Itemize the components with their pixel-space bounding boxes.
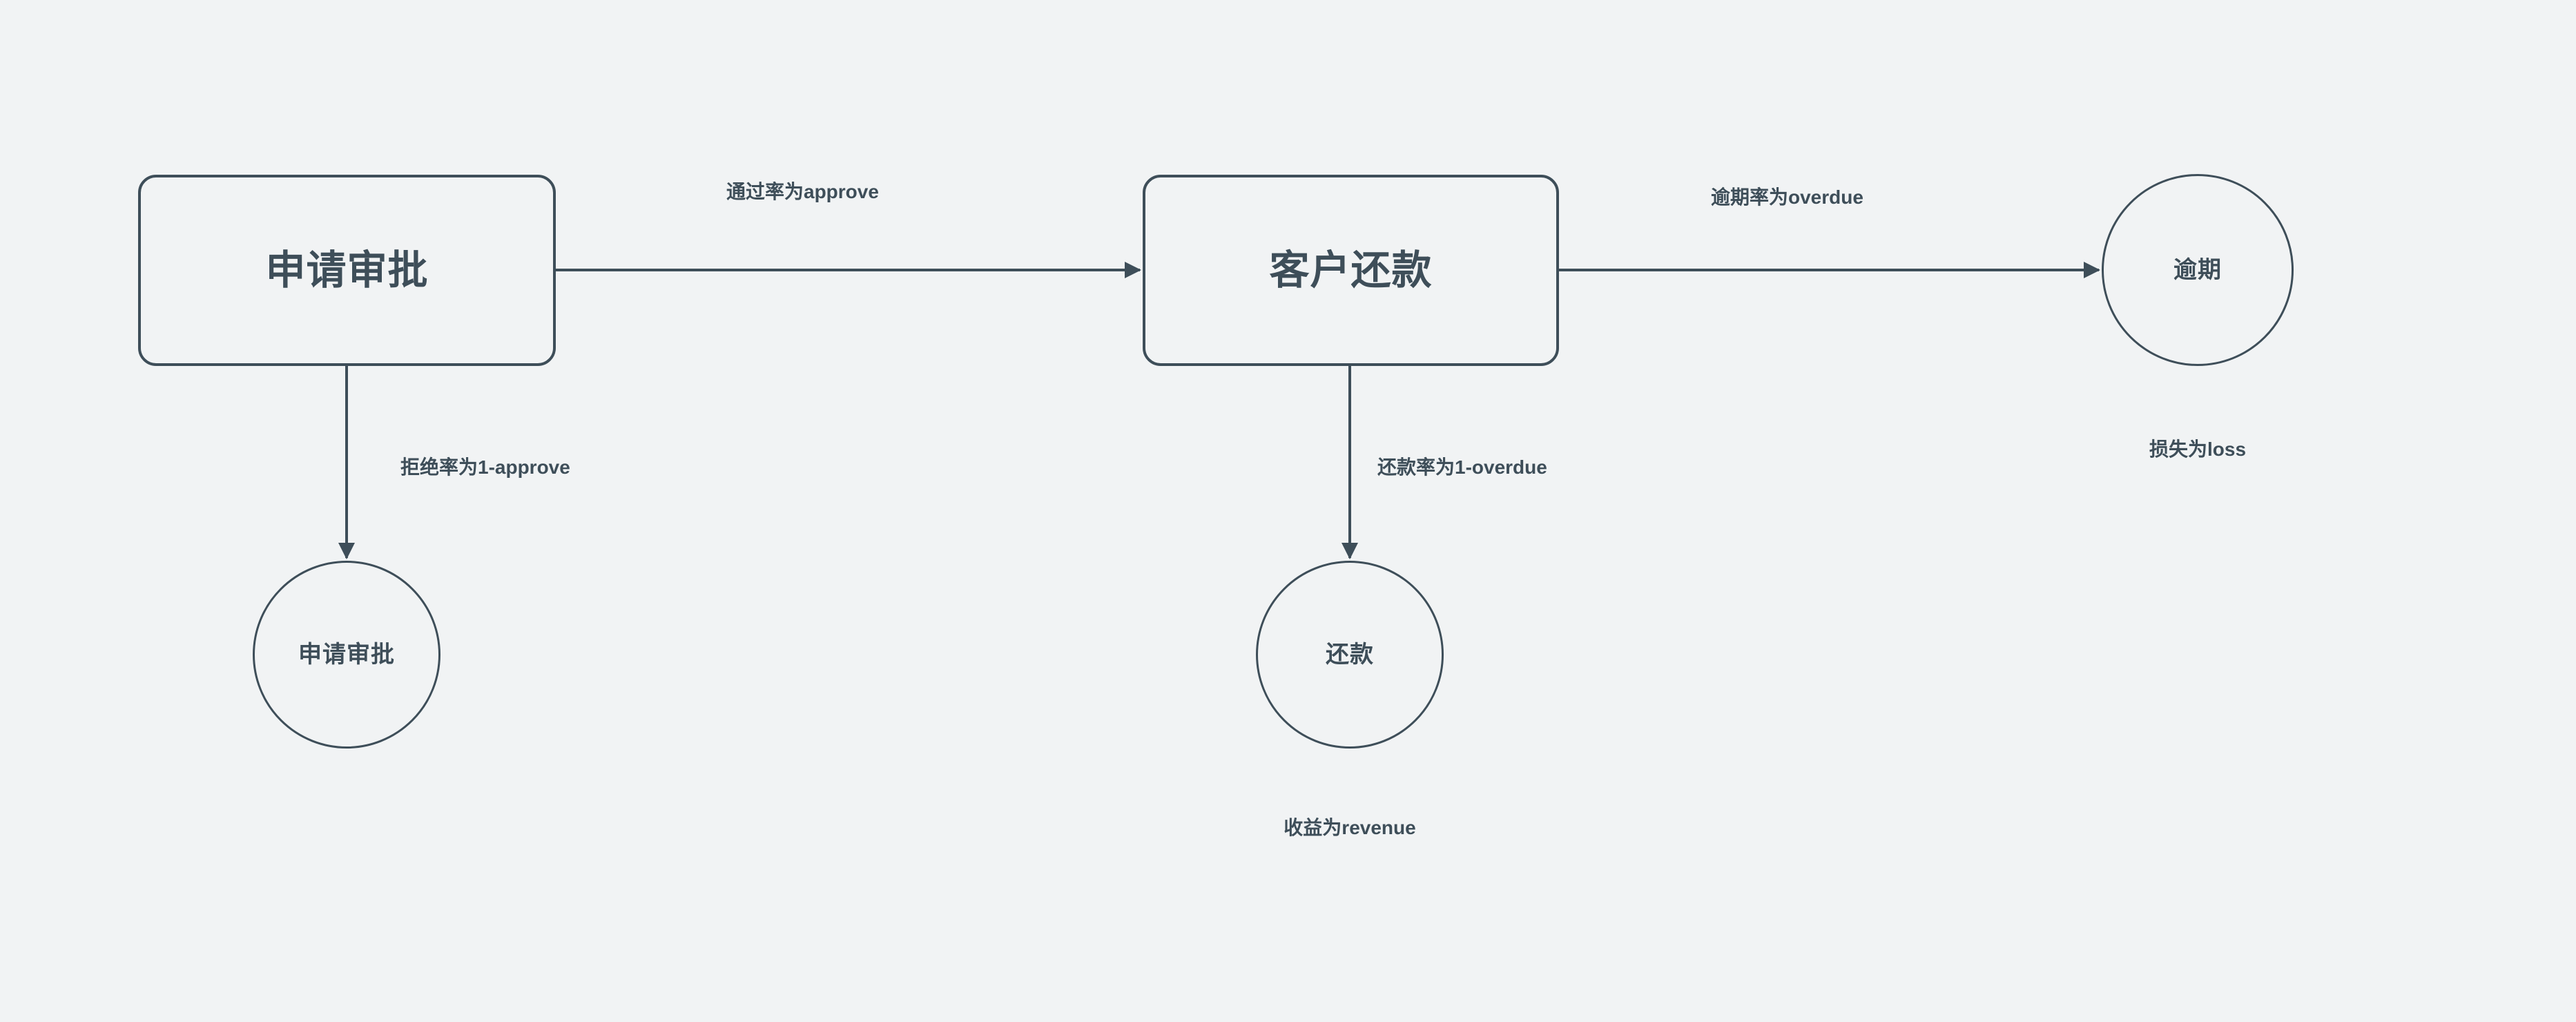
- edge-label-reject: 拒绝率为1-approve: [400, 456, 570, 478]
- edge-label-approve: 通过率为approve: [726, 181, 879, 202]
- edge-label-repay: 还款率为1-overdue: [1377, 456, 1547, 478]
- node-reject-outcome[interactable]: 申请审批: [253, 561, 440, 749]
- node-customer-repayment-process[interactable]: 客户还款: [1143, 175, 1559, 366]
- node-label-overdue-outcome: 逾期: [2173, 257, 2222, 283]
- node-label-reject-outcome: 申请审批: [298, 642, 395, 668]
- edge-label-overdue: 逾期率为overdue: [1711, 186, 1863, 208]
- node-label-apply-review-process: 申请审批: [265, 247, 429, 293]
- node-overdue-outcome[interactable]: 逾期: [2102, 174, 2294, 366]
- node-repayment-outcome[interactable]: 还款: [1256, 561, 1444, 749]
- caption-loss: 损失为loss: [2149, 438, 2247, 460]
- node-label-customer-repayment-process: 客户还款: [1269, 247, 1433, 293]
- node-apply-review-process[interactable]: 申请审批: [138, 175, 556, 366]
- caption-revenue: 收益为revenue: [1284, 817, 1416, 838]
- node-label-repayment-outcome: 还款: [1326, 642, 1374, 668]
